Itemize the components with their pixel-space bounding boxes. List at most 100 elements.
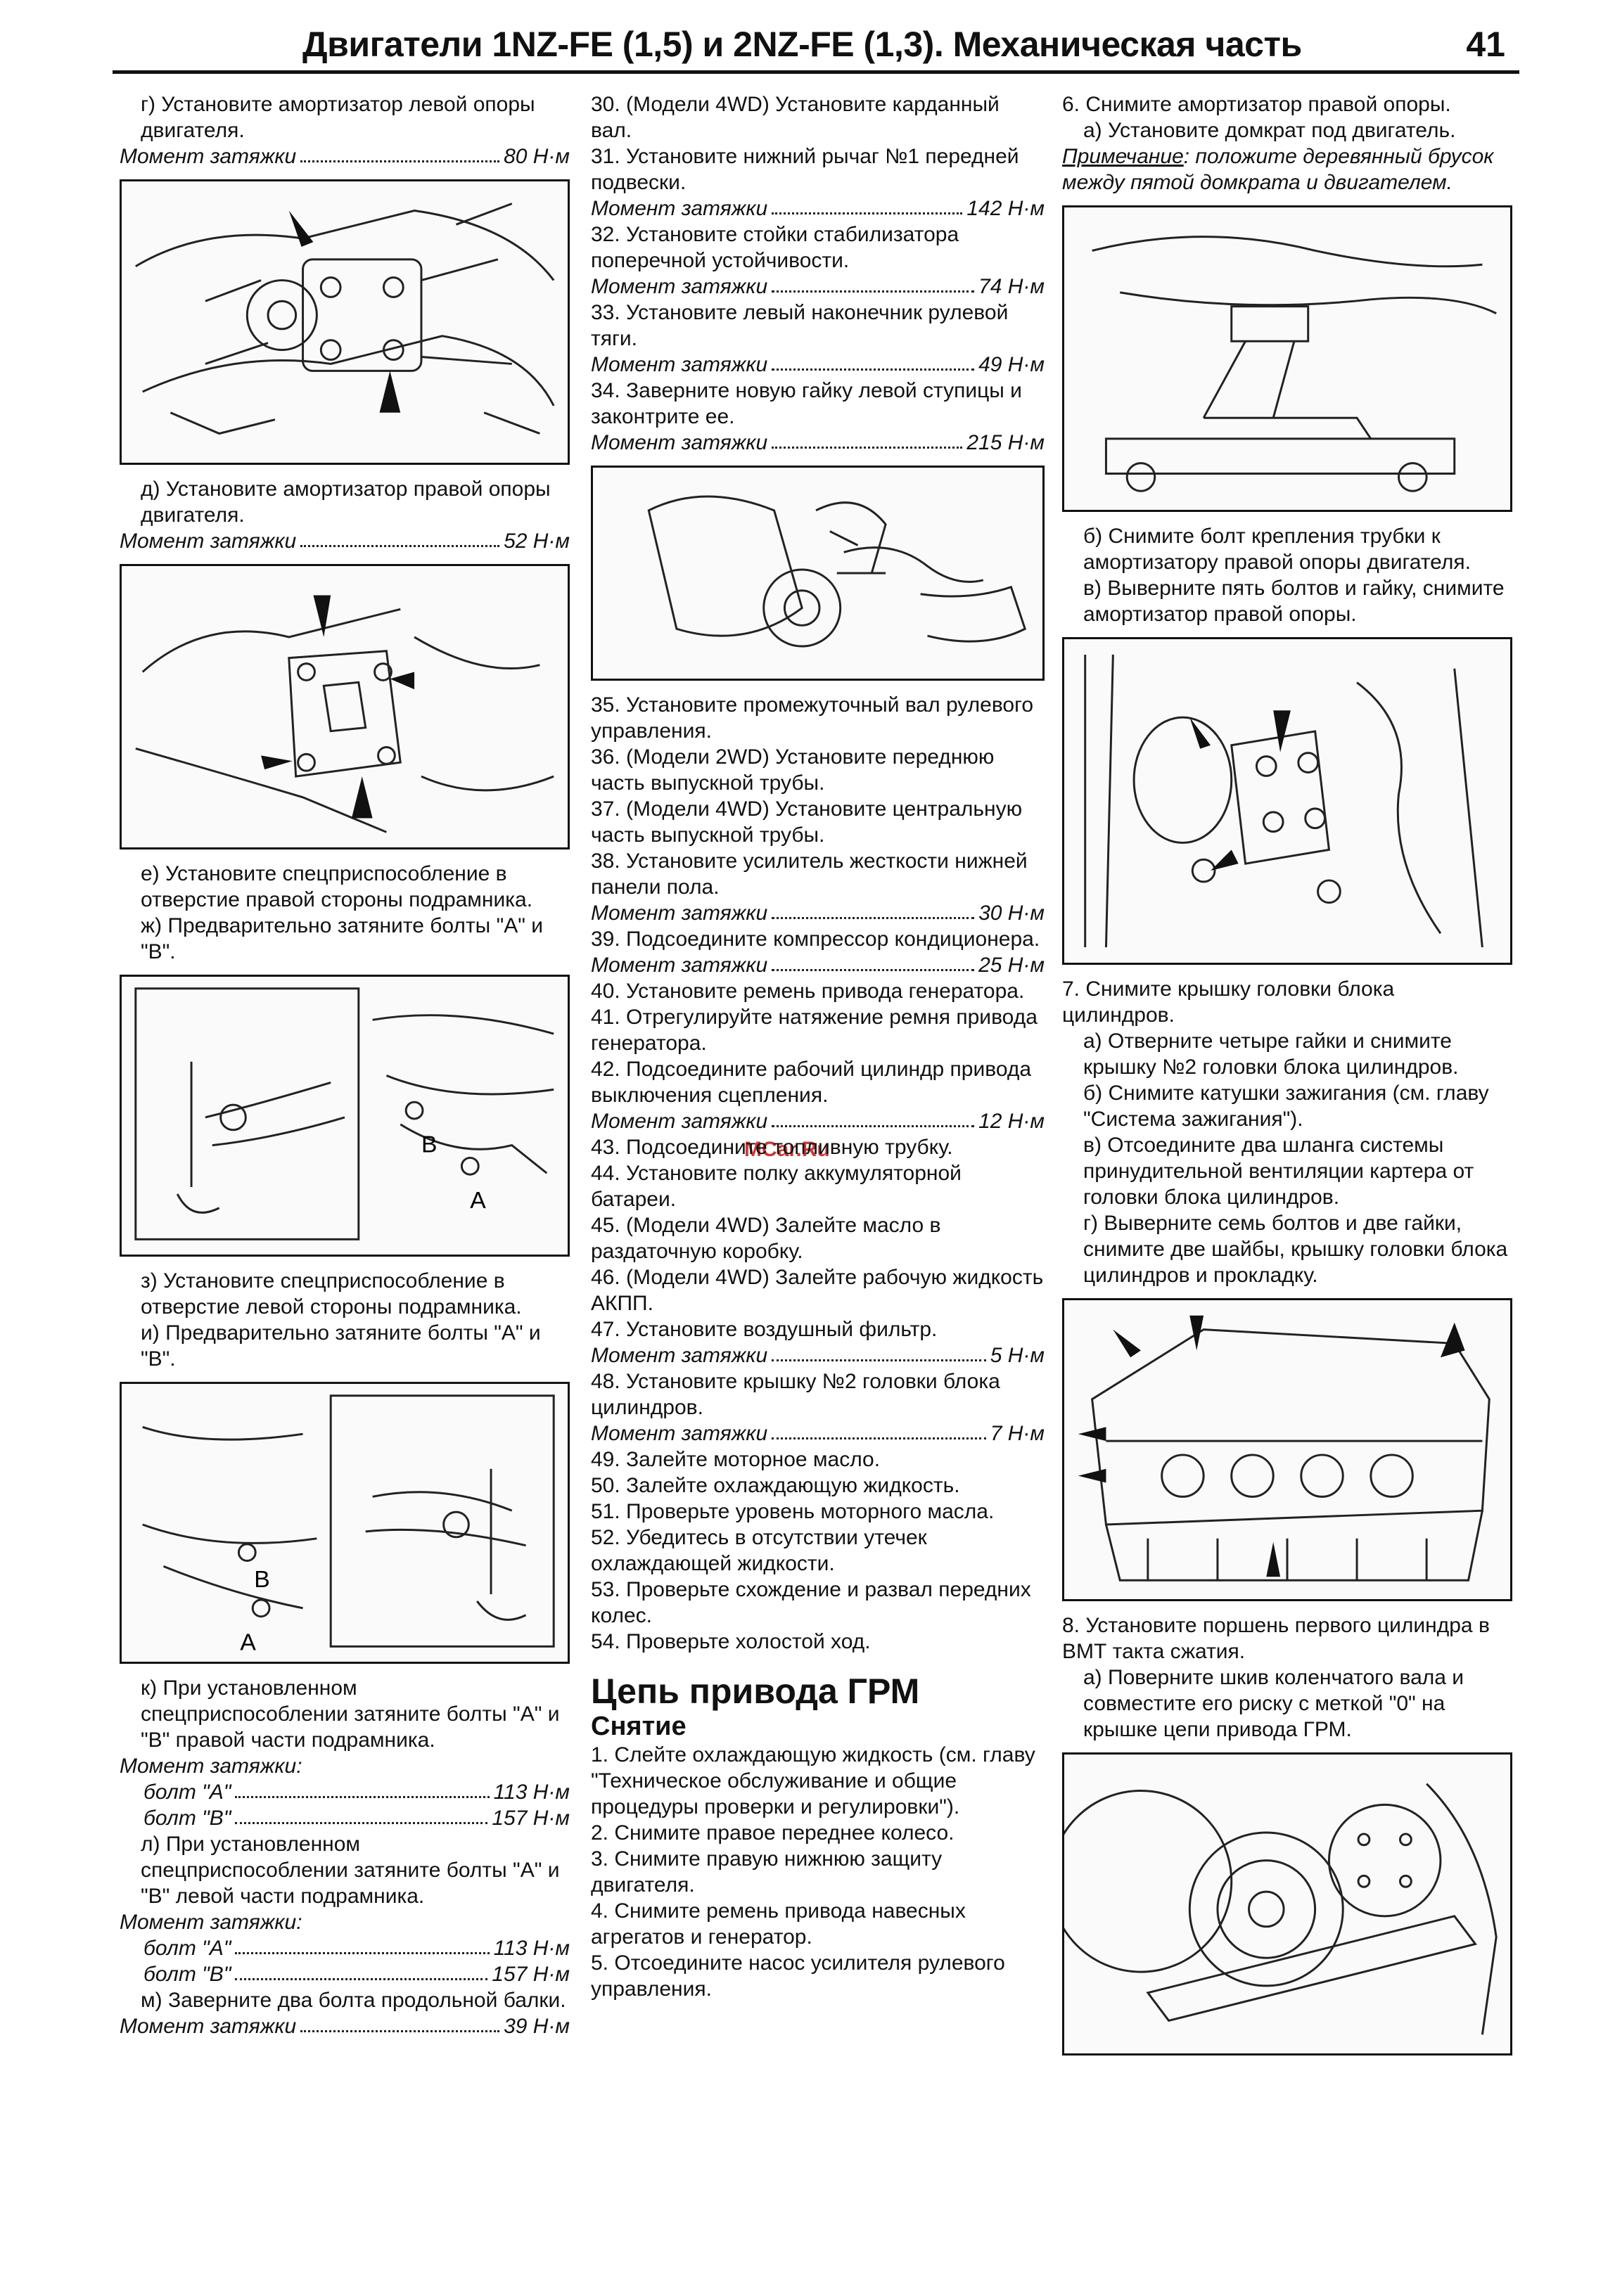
step-34: 34. Заверните новую гайку левой ступицы …	[591, 379, 1022, 428]
figure-crank-pulley	[1062, 1752, 1512, 2056]
label-a: A	[240, 1629, 256, 1655]
step-e: е) Установите спецприспособление в отвер…	[141, 862, 533, 911]
step-7b: б) Снимите катушки зажигания (см. главу …	[1083, 1082, 1489, 1131]
step-8a: а) Поверните шкив коленчатого вала и сов…	[1083, 1666, 1464, 1741]
header-rule	[113, 70, 1519, 74]
step-6: 6. Снимите амортизатор правой опоры.	[1062, 93, 1451, 116]
label-b: B	[254, 1567, 269, 1593]
step-i: и) Предварительно затяните болты "А" и "…	[141, 1321, 541, 1371]
label-a: A	[470, 1188, 486, 1214]
step-54: 54. Проверьте холостой ход.	[591, 1630, 871, 1653]
step-52: 52. Убедитесь в отсутствии утечек охлажд…	[591, 1526, 927, 1575]
step-49: 49. Залейте моторное масло.	[591, 1448, 881, 1471]
step-k: к) При установленном спецприспособлении …	[141, 1676, 560, 1752]
step-43: 43. Подсоедините топливную трубку.	[591, 1136, 953, 1159]
step-6b: б) Снимите болт крепления трубки к аморт…	[1083, 525, 1471, 574]
step-48: 48. Установите крышку №2 головки блока ц…	[591, 1370, 1000, 1419]
note: Примечание: положите деревянный брусок м…	[1062, 145, 1494, 194]
figure-subframe-right: B A	[120, 975, 570, 1257]
jack-illustration	[1092, 236, 1497, 492]
crank-pulley-illustration	[1064, 1783, 1498, 2035]
step-39: 39. Подсоедините компрессор кондиционера…	[591, 928, 1040, 951]
column-middle: 30. (Модели 4WD) Установите карданный ва…	[591, 91, 1045, 2002]
torque-spec: болт "В"157 Н·м	[143, 1807, 570, 1830]
label-b: B	[421, 1132, 437, 1158]
step-7a: а) Отверните четыре гайки и снимите крыш…	[1083, 1030, 1459, 1079]
engine-mount-illustration	[135, 203, 555, 435]
page-header: Двигатели 1NZ-FE (1,5) и 2NZ-FE (1,3). М…	[113, 20, 1519, 74]
removal-step-1: 1. Слейте охлаждающую жидкость (см. глав…	[591, 1743, 1035, 1819]
step-42: 42. Подсоедините рабочий цилиндр привода…	[591, 1058, 1032, 1107]
column-left: г) Установите амортизатор левой опоры дв…	[120, 91, 570, 2039]
step-33: 33. Установите левый наконечник рулевой …	[591, 301, 1009, 350]
column-right: 6. Снимите амортизатор правой опоры. а) …	[1062, 91, 1512, 2067]
step-40: 40. Установите ремень привода генератора…	[591, 980, 1025, 1003]
page-title: Двигатели 1NZ-FE (1,5) и 2NZ-FE (1,3). М…	[302, 25, 1302, 64]
step-m: м) Заверните два болта продольной балки.	[141, 1989, 566, 2012]
subframe-right-illustration: B A	[134, 987, 554, 1240]
section-title: Цепь привода ГРМ	[591, 1672, 920, 1711]
removal-step-5: 5. Отсоедините насос усилителя рулевого …	[591, 1951, 1005, 2001]
step-46: 46. (Модели 4WD) Залейте рабочую жидкост…	[591, 1266, 1044, 1315]
figure-jack	[1062, 205, 1512, 512]
removal-step-3: 3. Снимите правую нижнюю защиту двигател…	[591, 1847, 943, 1897]
step-7d: г) Выверните семь болтов и две гайки, сн…	[1083, 1212, 1508, 1287]
step-50: 50. Залейте охлаждающую жидкость.	[591, 1474, 960, 1497]
step-37: 37. (Модели 4WD) Установите центральную …	[591, 797, 1023, 847]
page-number: 41	[1466, 25, 1505, 64]
step-36: 36. (Модели 2WD) Установите переднюю час…	[591, 745, 995, 795]
torque-spec: болт "В"157 Н·м	[143, 1963, 570, 1986]
figure-left-mount	[120, 179, 570, 465]
step-l: л) При установленном спецприспособлении …	[141, 1833, 560, 1908]
figure-right-mount-removal	[1062, 637, 1512, 965]
step-7c: в) Отсоедините два шланга системы принуд…	[1083, 1134, 1474, 1209]
watermark: MCar.Ru	[744, 1138, 830, 1161]
torque-spec: болт "А"113 Н·м	[143, 1781, 570, 1804]
figure-head-cover	[1062, 1298, 1512, 1601]
step-d: д) Установите амортизатор правой опоры д…	[141, 477, 551, 527]
removal-step-2: 2. Снимите правое переднее колесо.	[591, 1821, 955, 1845]
step-53: 53. Проверьте схождение и развал передни…	[591, 1578, 1031, 1627]
step-44: 44. Установите полку аккумуляторной бата…	[591, 1162, 962, 1211]
subsection-title: Снятие	[591, 1712, 687, 1741]
step-47: 47. Установите воздушный фильтр.	[591, 1318, 938, 1341]
figure-right-mount	[120, 564, 570, 849]
step-31: 31. Установите нижний рычаг №1 передней …	[591, 145, 1019, 194]
subframe-left-illustration: B A	[142, 1394, 555, 1655]
right-mount-illustration	[135, 595, 554, 833]
head-cover-illustration	[1078, 1315, 1490, 1582]
torque-head: Момент затяжки:	[120, 1911, 302, 1934]
step-45: 45. (Модели 4WD) Залейте масло в раздато…	[591, 1214, 941, 1263]
torque-spec: болт "А"113 Н·м	[143, 1937, 570, 1960]
step-38: 38. Установите усилитель жесткости нижне…	[591, 849, 1028, 899]
step-7: 7. Снимите крышку головки блока цилиндро…	[1062, 977, 1395, 1027]
step-8: 8. Установите поршень первого цилиндра в…	[1062, 1614, 1490, 1663]
step-51: 51. Проверьте уровень моторного масла.	[591, 1500, 995, 1523]
step-z: з) Установите спецприспособление в отвер…	[141, 1269, 522, 1319]
figure-hub-nut	[591, 466, 1045, 681]
removal-step-4: 4. Снимите ремень привода навесных агрег…	[591, 1899, 966, 1949]
step-32: 32. Установите стойки стабилизатора попе…	[591, 223, 959, 272]
step-g: г) Установите амортизатор левой опоры дв…	[141, 93, 535, 142]
step-zh: ж) Предварительно затяните болты "А" и "…	[141, 914, 543, 963]
step-41: 41. Отрегулируйте натяжение ремня привод…	[591, 1006, 1038, 1055]
step-35: 35. Установите промежуточный вал рулевог…	[591, 693, 1034, 743]
step-30: 30. (Модели 4WD) Установите карданный ва…	[591, 93, 1000, 142]
right-mount-removal-illustration	[1084, 654, 1483, 948]
step-6a: а) Установите домкрат под двигатель.	[1083, 119, 1456, 142]
step-6c: в) Выверните пять болтов и гайку, снимит…	[1083, 577, 1505, 626]
torque-head: Момент затяжки:	[120, 1755, 302, 1778]
figure-subframe-left: B A	[120, 1382, 570, 1664]
